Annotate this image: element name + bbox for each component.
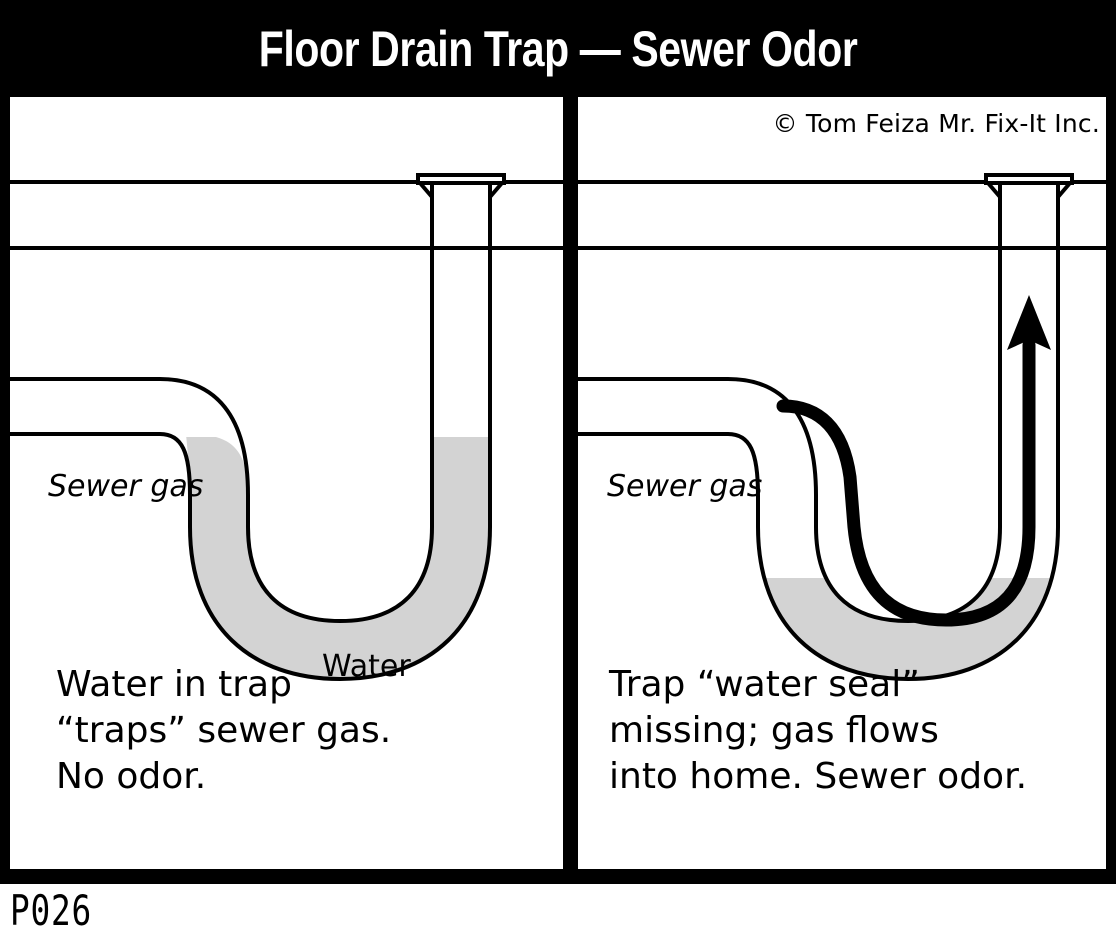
flange-taper-right [488, 181, 504, 199]
label-sewer-gas: Sewer gas [607, 469, 763, 504]
right-trap-drawing [578, 173, 1106, 681]
pipe-wall-inner [578, 177, 1002, 623]
page-title: Floor Drain Trap — Sewer Odor [258, 20, 858, 77]
label-sewer-gas: Sewer gas [48, 469, 204, 504]
panel-trap-with-water: Sewer gas Water Water in trap “traps” se… [10, 97, 563, 869]
title-bar: Floor Drain Trap — Sewer Odor [0, 0, 1116, 97]
drain-flange [984, 173, 1074, 185]
flange-taper-left [418, 181, 434, 199]
pipe-wall-outer [10, 177, 492, 681]
footer-code: P026 [10, 886, 93, 934]
pipe-wall-outer [578, 177, 1060, 681]
copyright-notice: © Tom Feiza Mr. Fix-It Inc. [772, 109, 1100, 138]
caption-left: Water in trap “traps” sewer gas. No odor… [56, 664, 392, 798]
flange-taper-right [1056, 181, 1072, 199]
left-trap-drawing [10, 173, 563, 681]
caption-right: Trap “water seal” missing; gas flows int… [609, 664, 1028, 798]
label-water: Water [322, 649, 411, 684]
gas-flow-arrow-head [1007, 295, 1051, 350]
drain-flange [416, 173, 506, 185]
flange-taper-left [986, 181, 1002, 199]
panel-trap-missing-water: Sewer gas Trap “water seal” missing; gas… [578, 97, 1106, 869]
gas-flow-arrow-path [776, 338, 1036, 627]
pipe-wall-inner [10, 177, 434, 623]
